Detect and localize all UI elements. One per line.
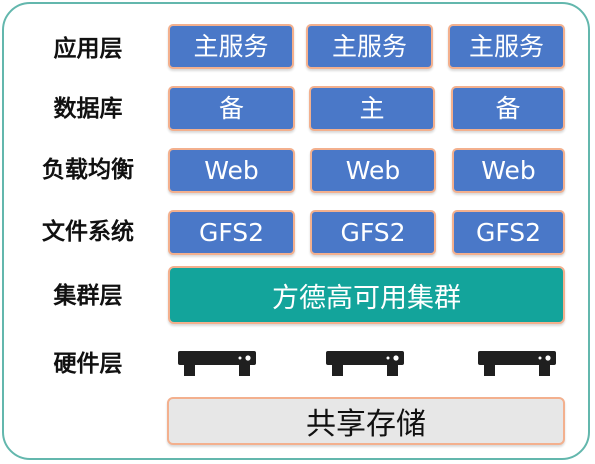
server-icon-2	[322, 346, 408, 380]
load-balancer-box-3: Web	[452, 148, 565, 193]
load-balancer-box-2: Web	[310, 148, 436, 193]
hardware-layer-label: 硬件层	[53, 351, 123, 377]
file-system-box-1: GFS2	[168, 210, 295, 255]
database-box-3: 备	[451, 86, 565, 131]
load-balancer-box-1: Web	[168, 148, 295, 193]
server-icon-3	[474, 346, 560, 380]
cluster-box: 方德高可用集群	[168, 266, 565, 324]
application-service-box-2: 主服务	[306, 24, 433, 69]
database-layer-label: 数据库	[53, 96, 123, 122]
cluster-layer-label: 集群层	[53, 283, 123, 309]
file-system-layer-label: 文件系统	[42, 219, 134, 245]
database-box-1: 备	[168, 86, 295, 131]
file-system-box-2: GFS2	[310, 210, 436, 255]
load-balancing-layer-label: 负载均衡	[42, 157, 134, 183]
application-layer-label: 应用层	[53, 36, 123, 62]
file-system-box-3: GFS2	[452, 210, 565, 255]
database-box-2: 主	[309, 86, 435, 131]
shared-storage-box: 共享存储	[167, 397, 565, 445]
application-service-box-3: 主服务	[448, 24, 565, 69]
server-icon-1	[174, 346, 260, 380]
application-service-box-1: 主服务	[168, 24, 294, 69]
